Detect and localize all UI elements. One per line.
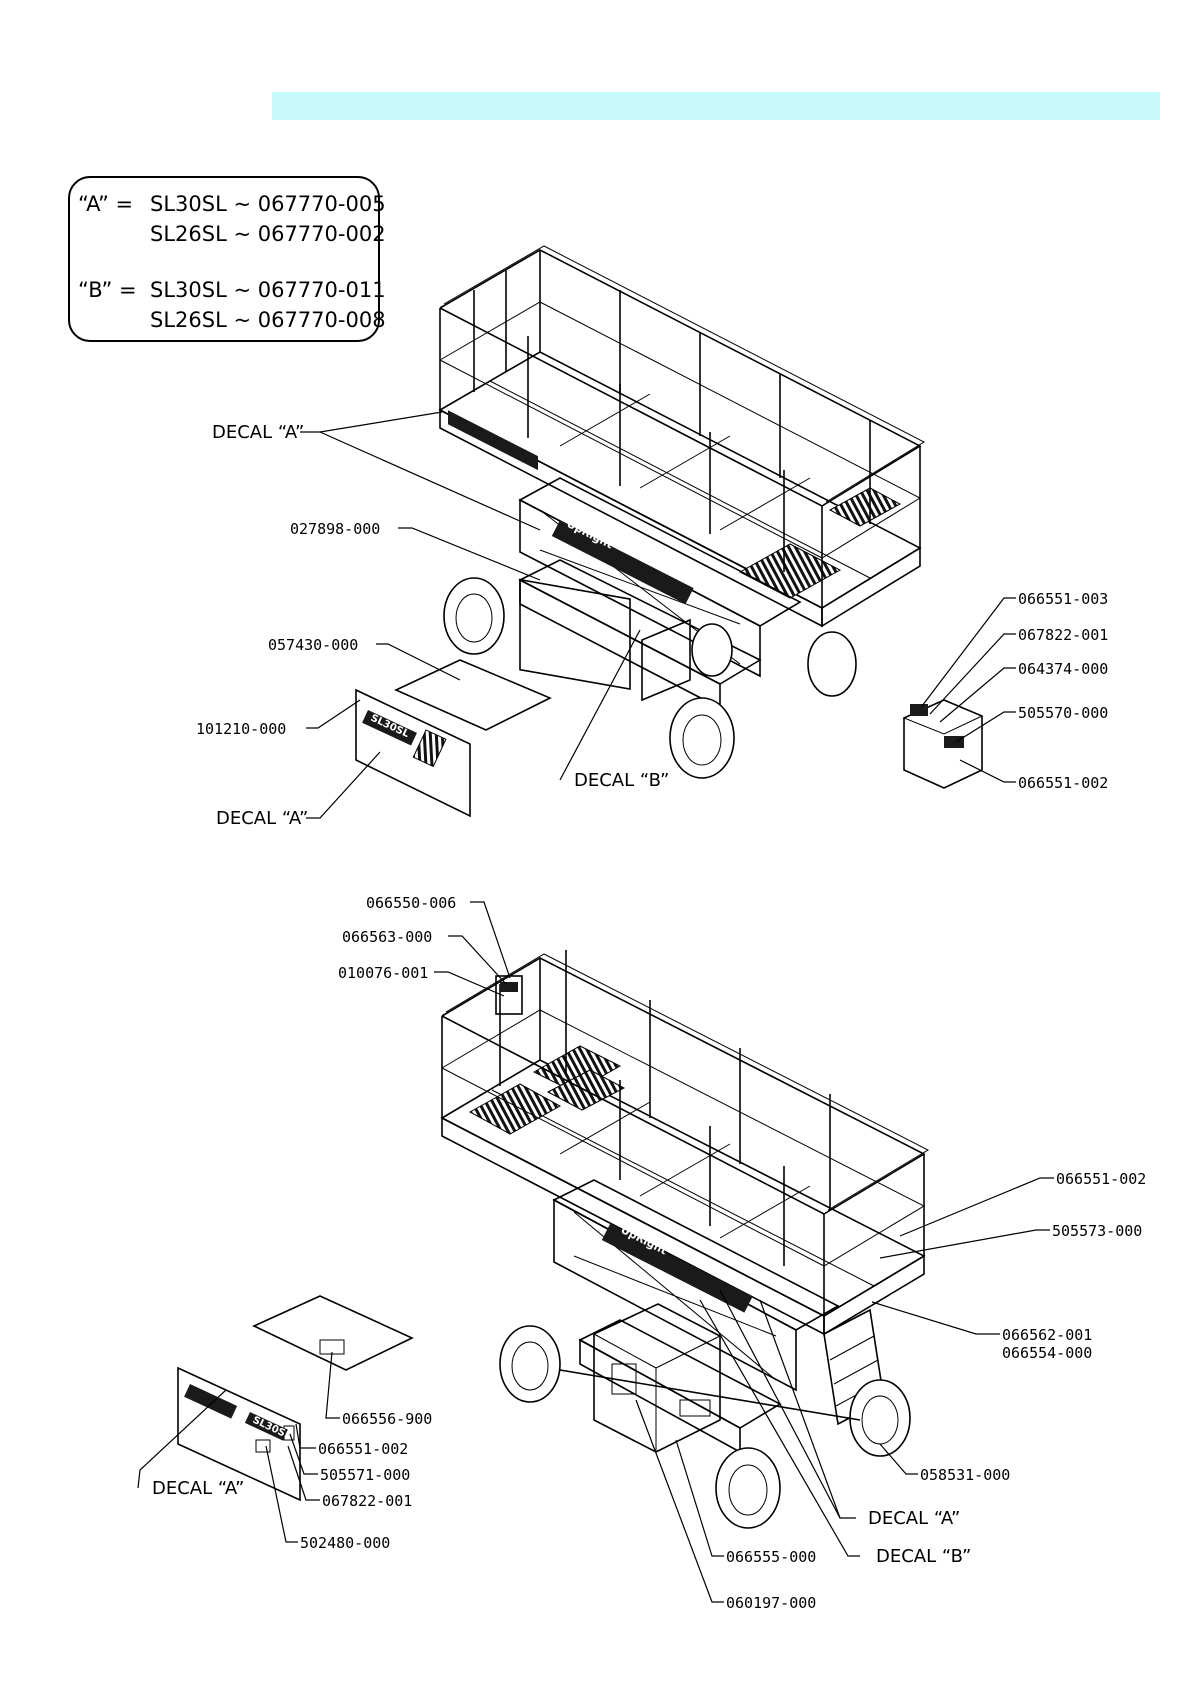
bottom-part-010076-001: 010076-001: [338, 964, 428, 982]
top-part-067822-001: 067822-001: [1018, 626, 1108, 644]
top-side-panel: [355, 688, 471, 818]
top-part-064374-000: 064374-000: [1018, 660, 1108, 678]
top-leader-lines: [300, 411, 1016, 819]
bottom-machine-drawing: [440, 950, 930, 1529]
bottom-side-panel: [177, 1366, 301, 1502]
bottom-cover-plate: [252, 1295, 414, 1371]
bottom-part-502480-000: 502480-000: [300, 1534, 390, 1552]
bottom-part-067822-001: 067822-001: [322, 1492, 412, 1510]
legend-key-b: “B” =: [78, 278, 137, 302]
top-part-057430-000: 057430-000: [268, 636, 358, 654]
bottom-part-066550-006: 066550-006: [366, 894, 456, 912]
top-decal-a-label-2: DECAL “A”: [216, 808, 308, 829]
top-part-066551-003: 066551-003: [1018, 590, 1108, 608]
bottom-part-505573-000: 505573-000: [1052, 1222, 1142, 1240]
bottom-part-058531-000: 058531-000: [920, 1466, 1010, 1484]
bottom-part-505571-000: 505571-000: [320, 1466, 410, 1484]
bottom-part-066555-000: 066555-000: [726, 1548, 816, 1566]
bottom-part-066562-001: 066562-001: [1002, 1326, 1092, 1344]
top-part-101210-000: 101210-000: [196, 720, 286, 738]
bottom-part-060197-000: 060197-000: [726, 1594, 816, 1612]
top-part-027898-000: 027898-000: [290, 520, 380, 538]
bottom-part-066551-002-right: 066551-002: [1056, 1170, 1146, 1188]
top-part-066551-002: 066551-002: [1018, 774, 1108, 792]
top-machine-drawing: [438, 245, 926, 779]
bottom-part-066556-900: 066556-900: [342, 1410, 432, 1428]
bottom-decal-a-label-left: DECAL “A”: [152, 1478, 244, 1499]
decal-legend-box: “A” = SL30SL ~ 067770-005 SL26SL ~ 06777…: [68, 176, 386, 342]
top-decal-b-label: DECAL “B”: [574, 770, 669, 791]
header-bar: [272, 92, 1160, 120]
top-decal-a-label-1: DECAL “A”: [212, 422, 304, 443]
bottom-leader-lines: [137, 901, 1054, 1603]
legend-line-a2: SL26SL ~ 067770-002: [150, 222, 386, 246]
top-part-505570-000: 505570-000: [1018, 704, 1108, 722]
bottom-part-066554-000: 066554-000: [1002, 1344, 1092, 1362]
top-control-box: [902, 699, 984, 789]
bottom-part-066563-000: 066563-000: [342, 928, 432, 946]
bottom-decal-b-label: DECAL “B”: [876, 1546, 971, 1567]
bottom-decal-a-label-right: DECAL “A”: [868, 1508, 960, 1529]
legend-key-a: “A” =: [78, 192, 134, 216]
legend-line-b2: SL26SL ~ 067770-008: [150, 308, 386, 332]
bottom-part-066551-002-left: 066551-002: [318, 1440, 408, 1458]
legend-line-b1: SL30SL ~ 067770-011: [150, 278, 386, 302]
legend-line-a1: SL30SL ~ 067770-005: [150, 192, 386, 216]
